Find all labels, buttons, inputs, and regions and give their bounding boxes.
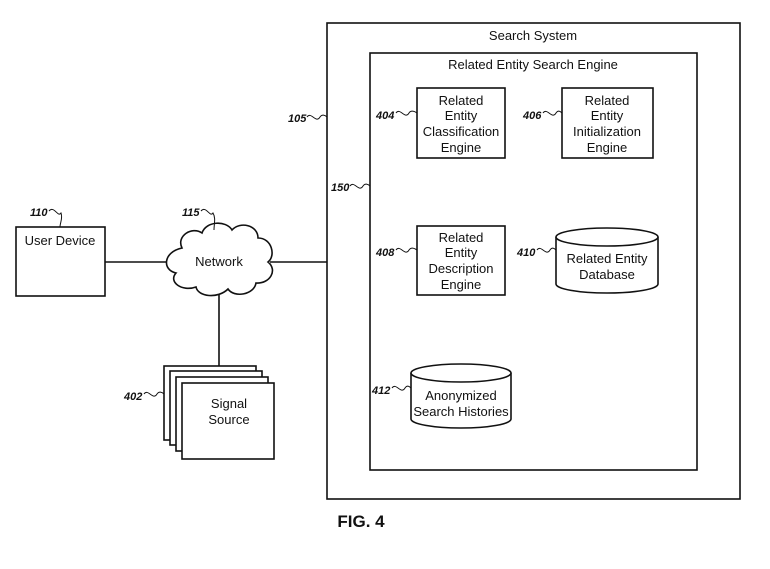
ref-leader-110 (48, 208, 63, 228)
initialization-engine-line-3: Initialization (573, 124, 641, 139)
ref-numeral-410: 410 (516, 247, 536, 259)
classification-engine-box (416, 87, 506, 159)
related-entity-database-line-2: Database (579, 267, 635, 282)
description-engine-line-1: Related (439, 230, 484, 245)
ref-numeral-402: 402 (123, 391, 142, 403)
ref-leader-150 (349, 183, 371, 189)
signal-source-stack (163, 365, 275, 460)
initialization-engine-line-2: Entity (591, 108, 624, 123)
ref-leader-115 (200, 208, 216, 231)
network-cloud (165, 222, 274, 297)
ref-numeral-406: 406 (522, 110, 542, 122)
ref-numeral-110: 110 (30, 207, 48, 219)
description-engine-box (416, 225, 506, 296)
signal-source-line-1: Signal (211, 396, 247, 411)
initialization-engine-line-4: Engine (587, 140, 627, 155)
related-entity-database-line-1: Related Entity (567, 251, 648, 266)
anonymized-search-histories-cylinder (410, 363, 512, 429)
ref-numeral-105: 105 (288, 113, 307, 125)
ref-leader-408 (395, 247, 418, 253)
figure-label: FIG. 4 (337, 512, 385, 531)
ref-numeral-115: 115 (182, 207, 200, 219)
ref-leader-105 (306, 114, 328, 120)
ref-leader-406 (542, 110, 563, 116)
ref-numeral-408: 408 (375, 247, 395, 259)
description-engine-line-2: Entity (445, 245, 478, 260)
network-label: Network (195, 254, 243, 269)
classification-engine-line-2: Entity (445, 108, 478, 123)
classification-engine-line-3: Classification (423, 124, 500, 139)
ref-leader-404 (395, 110, 418, 116)
ref-leader-402 (143, 391, 165, 397)
ref-numeral-412: 412 (371, 385, 390, 397)
user-device-label: User Device (25, 233, 96, 248)
related-entity-search-engine-title: Related Entity Search Engine (448, 57, 618, 72)
ref-numeral-404: 404 (375, 110, 394, 122)
anonymized-search-histories-line-1: Anonymized (425, 388, 497, 403)
initialization-engine-line-1: Related (585, 93, 630, 108)
signal-source-line-2: Source (208, 412, 249, 427)
classification-engine-line-4: Engine (441, 140, 481, 155)
classification-engine-line-1: Related (439, 93, 484, 108)
ref-numeral-150: 150 (331, 182, 350, 194)
anonymized-search-histories-line-2: Search Histories (413, 404, 509, 419)
ref-leader-410 (536, 247, 557, 253)
related-entity-database-cylinder (555, 227, 659, 294)
description-engine-line-4: Engine (441, 277, 481, 292)
ref-leader-412 (391, 385, 412, 391)
search-system-title: Search System (489, 28, 577, 43)
user-device-box (15, 226, 106, 297)
initialization-engine-box (561, 87, 654, 159)
description-engine-line-3: Description (428, 261, 493, 276)
